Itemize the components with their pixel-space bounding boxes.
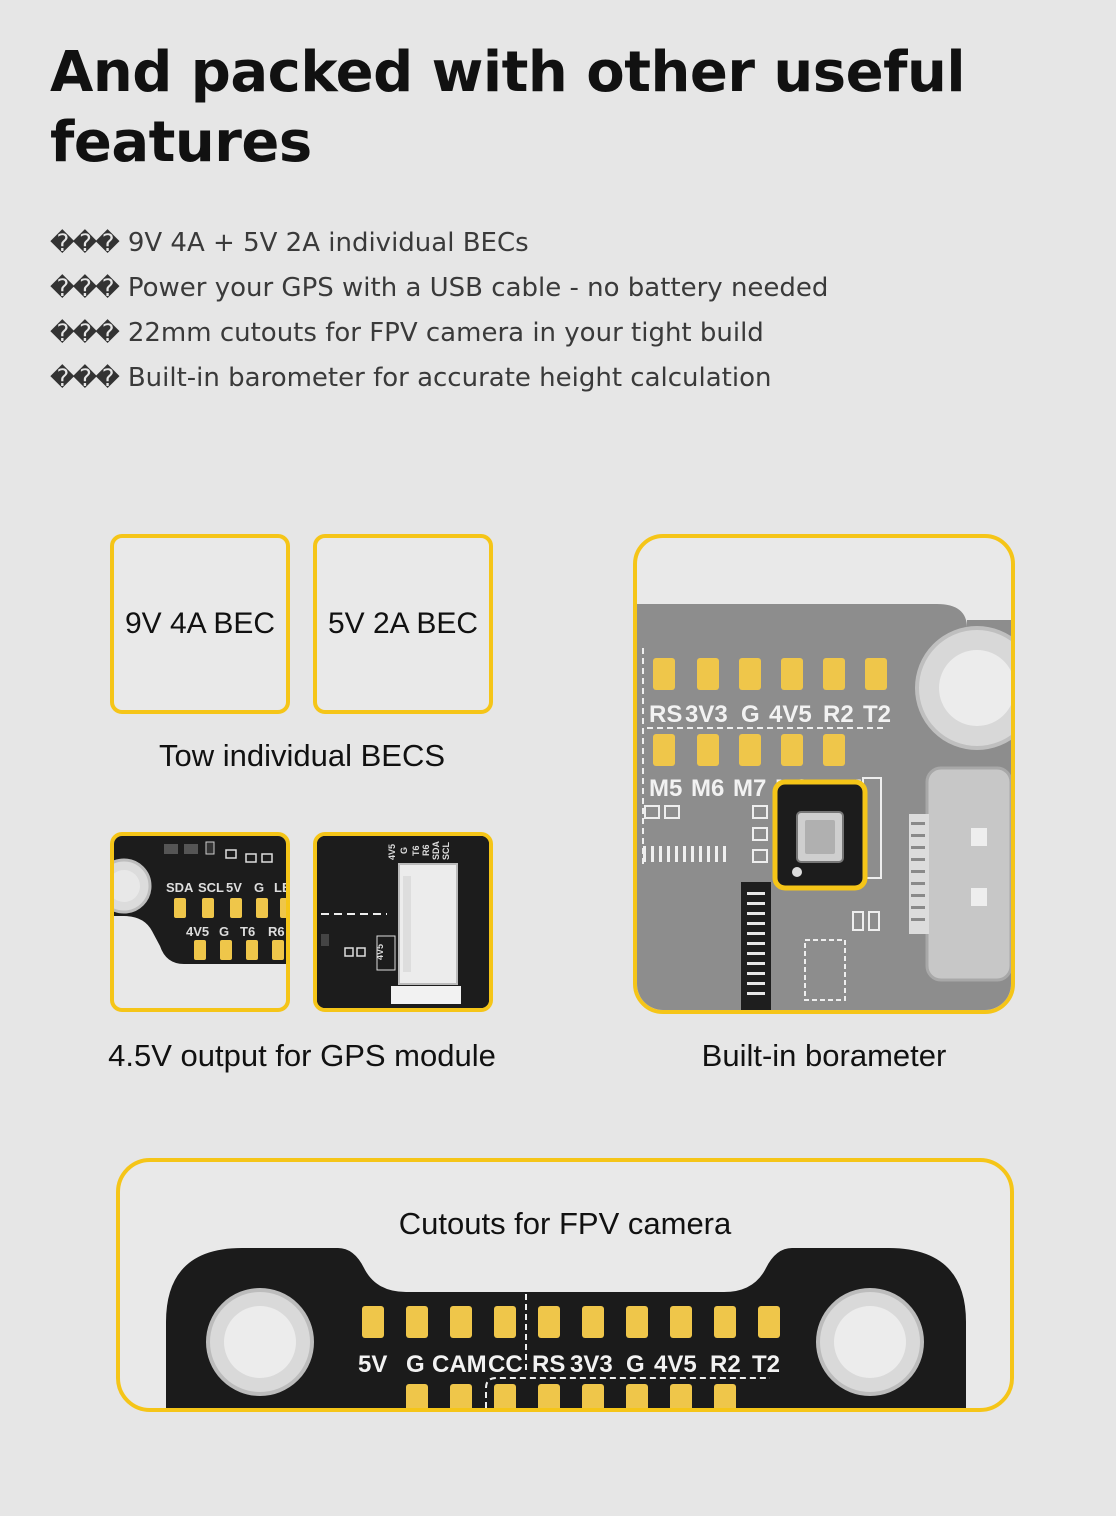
baro-label: R2: [823, 701, 854, 728]
gps-vertical-label: SDA: [431, 840, 441, 860]
camera-board: 5V G CAM CC RS 3V3 G 4V5 R2 T2: [166, 1248, 966, 1408]
gps-label: SCL: [198, 880, 224, 895]
feature-text: Power your GPS with a USB cable - no bat…: [127, 272, 829, 303]
bullet-glyph-icon: ���: [50, 363, 120, 392]
baro-label: M6: [691, 775, 724, 802]
camera-pad-label: RS: [532, 1351, 565, 1378]
baro-label: RS: [649, 701, 682, 728]
gps-label: R6: [268, 924, 285, 939]
bullet-glyph-icon: ���: [50, 273, 120, 302]
camera-pad-label: G: [626, 1351, 645, 1378]
feature-text: 9V 4A + 5V 2A individual BECs: [127, 227, 529, 258]
gps-pads-board: SDA SCL 5V G LE 4V5 G T6 R6: [114, 836, 286, 964]
camera-pad-label: 3V3: [570, 1351, 613, 1378]
bullet-glyph-icon: ���: [50, 228, 120, 257]
bec-5v-box: 5V 2A BEC: [313, 534, 493, 714]
title-line-2: features: [50, 110, 312, 175]
camera-pad-label: R2: [710, 1351, 741, 1378]
page-title: And packed with other useful features: [50, 38, 1050, 178]
camera-cutout-box: Cutouts for FPV camera 5V G CAM CC RS 3V…: [116, 1158, 1014, 1412]
feature-list: ���9V 4A + 5V 2A individual BECs ���Powe…: [50, 220, 828, 400]
gps-label: 5V: [226, 880, 242, 895]
gps-label: G: [219, 924, 229, 939]
camera-pad-label: T2: [752, 1351, 780, 1378]
camera-pad-label: G: [406, 1351, 425, 1378]
camera-pad-label: 4V5: [654, 1351, 697, 1378]
feature-item: ���9V 4A + 5V 2A individual BECs: [50, 220, 828, 265]
gps-vertical-label: 4V5: [375, 944, 385, 960]
camera-caption: Cutouts for FPV camera: [398, 1206, 732, 1241]
gps-vertical-label: 4V5: [387, 844, 397, 860]
feature-text: Built-in barometer for accurate height c…: [127, 362, 772, 393]
baro-label: T2: [863, 701, 891, 728]
baro-label: 3V3: [685, 701, 728, 728]
gps-connector-board: 4V5 4V5 G T6 R6 SDA SCL: [317, 836, 489, 1008]
bec-5v-label: 5V 2A BEC: [327, 607, 479, 640]
feature-text: 22mm cutouts for FPV camera in your tigh…: [127, 317, 764, 348]
gps-label: 4V5: [186, 924, 209, 939]
bullet-glyph-icon: ���: [50, 318, 120, 347]
baro-label: M7: [733, 775, 766, 802]
feature-item: ���Built-in barometer for accurate heigh…: [50, 355, 828, 400]
feature-item: ���Power your GPS with a USB cable - no …: [50, 265, 828, 310]
barometer-box: RS 3V3 G 4V5 R2 T2 M5 M6 M7 M8 TLM: [633, 534, 1015, 1014]
baro-label: G: [741, 701, 760, 728]
camera-pad-label: 5V: [358, 1351, 387, 1378]
gps-label: G: [254, 880, 264, 895]
gps-label: LE: [274, 880, 286, 895]
baro-label: 4V5: [769, 701, 812, 728]
barometer-caption: Built-in borameter: [701, 1038, 947, 1073]
barometer-board: RS 3V3 G 4V5 R2 T2 M5 M6 M7 M8 TLM: [637, 604, 1011, 1010]
bec-9v-box: 9V 4A BEC: [110, 534, 290, 714]
gps-label: SDA: [166, 880, 194, 895]
camera-pad-label: CC: [488, 1351, 523, 1378]
gps-vertical-label: T6: [411, 845, 421, 856]
gps-vertical-label: SCL: [441, 841, 451, 860]
gps-label: T6: [240, 924, 255, 939]
feature-item: ���22mm cutouts for FPV camera in your t…: [50, 310, 828, 355]
gps-vertical-label: G: [399, 847, 409, 854]
gps-caption: 4.5V output for GPS module: [108, 1038, 496, 1073]
baro-label: M5: [649, 775, 682, 802]
bec-9v-label: 9V 4A BEC: [124, 607, 276, 640]
gps-vertical-label: R6: [421, 844, 431, 856]
gps-connector-box: 4V5 4V5 G T6 R6 SDA SCL: [313, 832, 493, 1012]
camera-pad-label: CAM: [432, 1351, 487, 1378]
bec-caption: Tow individual BECS: [158, 738, 446, 773]
gps-pads-box: SDA SCL 5V G LE 4V5 G T6 R6: [110, 832, 290, 1012]
title-line-1: And packed with other useful: [50, 40, 966, 105]
